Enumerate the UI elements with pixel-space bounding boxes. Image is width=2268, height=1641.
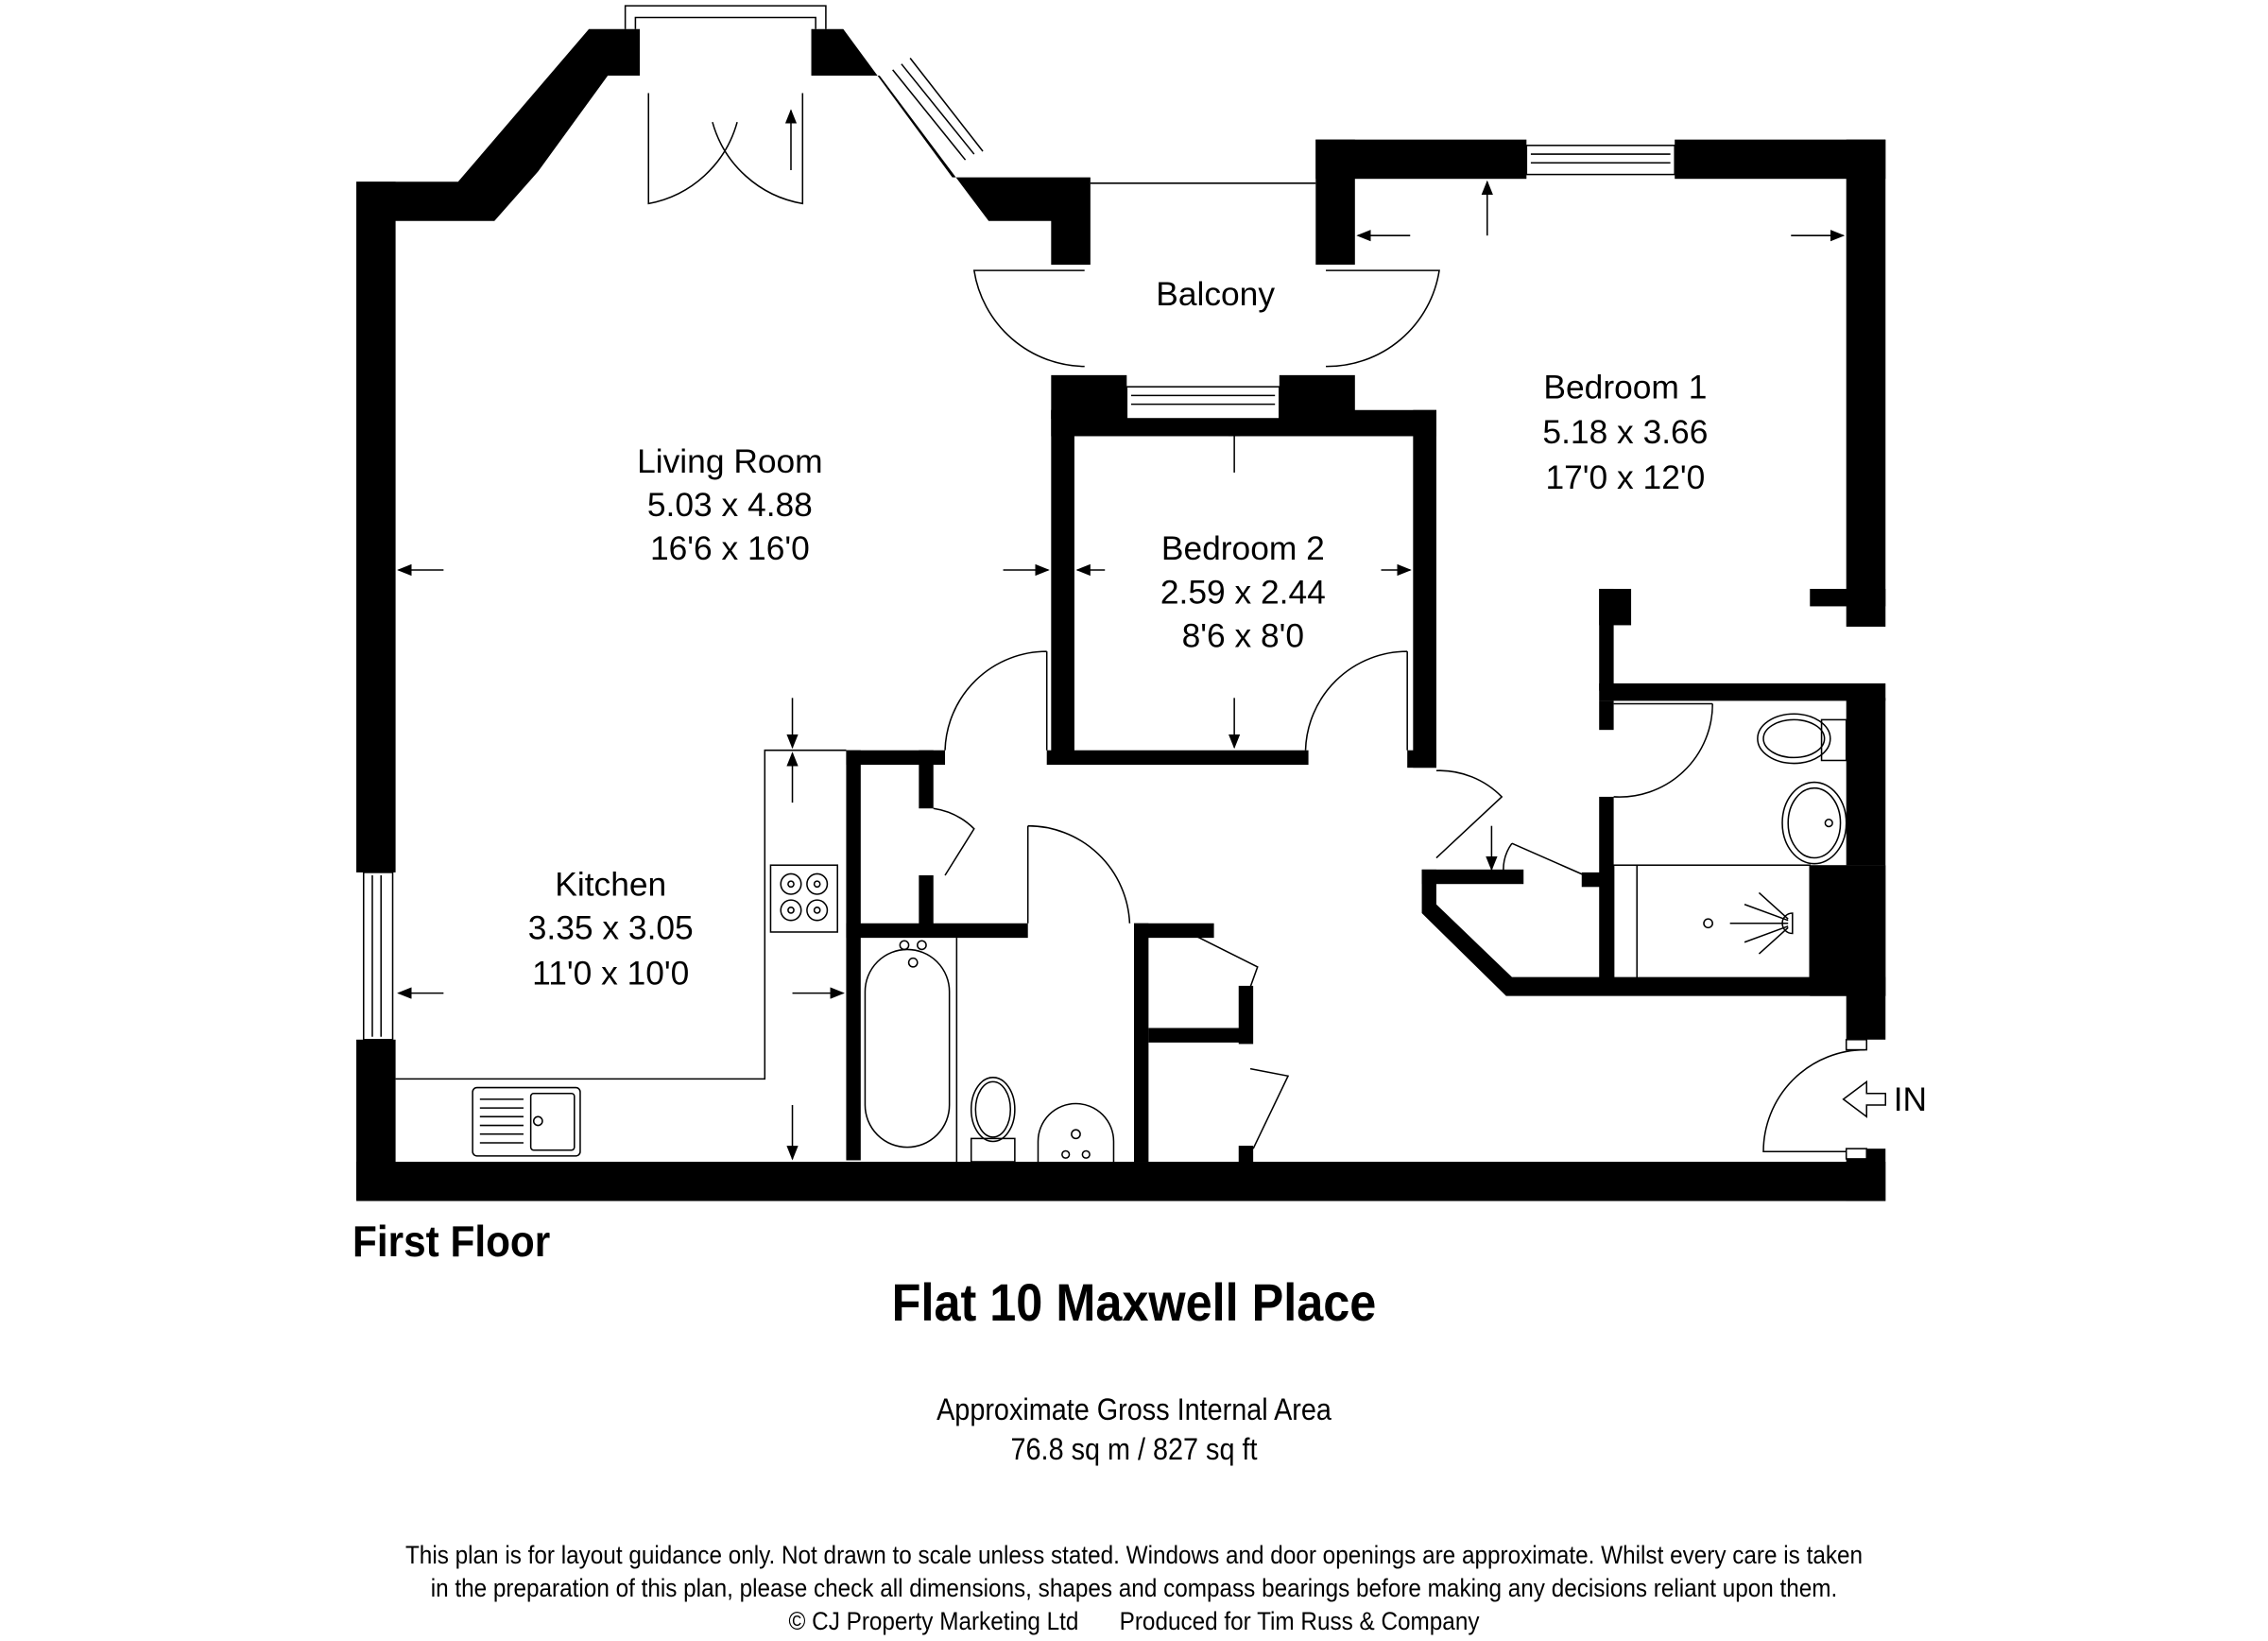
produced-for: Produced for Tim Russ & Company — [1119, 1607, 1480, 1635]
room-label-bedroom-2: Bedroom 2 2.59 x 2.44 8'6 x 8'0 — [1160, 530, 1326, 654]
svg-text:3.35 x 3.05: 3.35 x 3.05 — [528, 910, 694, 947]
svg-text:8'6 x 8'0: 8'6 x 8'0 — [1182, 617, 1305, 654]
copyright: © CJ Property Marketing Ltd — [788, 1607, 1079, 1635]
exterior-walls — [356, 28, 1886, 1201]
room-label-living-room: Living Room 5.03 x 4.88 16'6 x 16'0 — [637, 443, 823, 567]
bathroom-fixtures — [864, 938, 1115, 1163]
svg-text:Living Room: Living Room — [637, 443, 823, 480]
svg-text:Bedroom 1: Bedroom 1 — [1543, 369, 1707, 406]
svg-text:5.03 x 4.88: 5.03 x 4.88 — [647, 487, 813, 524]
kitchen-worktop — [362, 749, 847, 1157]
disclaimer-line-1: This plan is for layout guidance only. N… — [404, 1541, 1864, 1569]
disclaimer-line-2: in the preparation of this plan, please … — [430, 1574, 1838, 1602]
ensuite-fixtures — [1612, 713, 1847, 979]
bedroom2-window — [1125, 386, 1280, 420]
area-heading: Approximate Gross Internal Area — [936, 1392, 1332, 1426]
svg-text:Balcony: Balcony — [1156, 276, 1275, 313]
area-value: 76.8 sq m / 827 sq ft — [1010, 1432, 1258, 1466]
svg-text:5.18 x 3.66: 5.18 x 3.66 — [1542, 414, 1708, 451]
disclaimer: This plan is for layout guidance only. N… — [113, 1539, 2155, 1638]
plan-title: Flat 10 Maxwell Place — [891, 1272, 1377, 1332]
balcony-doors — [972, 269, 1440, 368]
gross-internal-area: Approximate Gross Internal Area 76.8 sq … — [113, 1390, 2155, 1469]
svg-text:17'0 x 12'0: 17'0 x 12'0 — [1545, 459, 1705, 496]
interior-walls — [846, 588, 1886, 1164]
bedroom2-walls — [1046, 374, 1436, 769]
entrance-arrow-icon — [1842, 1080, 1887, 1118]
svg-text:16'6 x 16'0: 16'6 x 16'0 — [650, 530, 810, 567]
room-label-bedroom-1: Bedroom 1 5.18 x 3.66 17'0 x 12'0 — [1542, 369, 1708, 495]
room-label-balcony: Balcony — [1156, 276, 1275, 313]
svg-text:Kitchen: Kitchen — [555, 867, 666, 904]
svg-text:Bedroom 2: Bedroom 2 — [1161, 530, 1325, 567]
entrance-label: IN — [1894, 1081, 1927, 1118]
bay-windows — [502, 5, 1316, 205]
internal-doors — [933, 650, 1868, 1160]
dimension-arrows — [397, 180, 1846, 1161]
credits: © CJ Property Marketing Ltd Produced for … — [113, 1605, 2155, 1638]
room-label-kitchen: Kitchen 3.35 x 3.05 11'0 x 10'0 — [528, 867, 694, 993]
svg-text:11'0 x 10'0: 11'0 x 10'0 — [532, 955, 689, 992]
bedroom1-window — [1525, 145, 1675, 176]
svg-text:2.59 x 2.44: 2.59 x 2.44 — [1160, 574, 1326, 611]
floor-label: First Floor — [352, 1217, 551, 1266]
